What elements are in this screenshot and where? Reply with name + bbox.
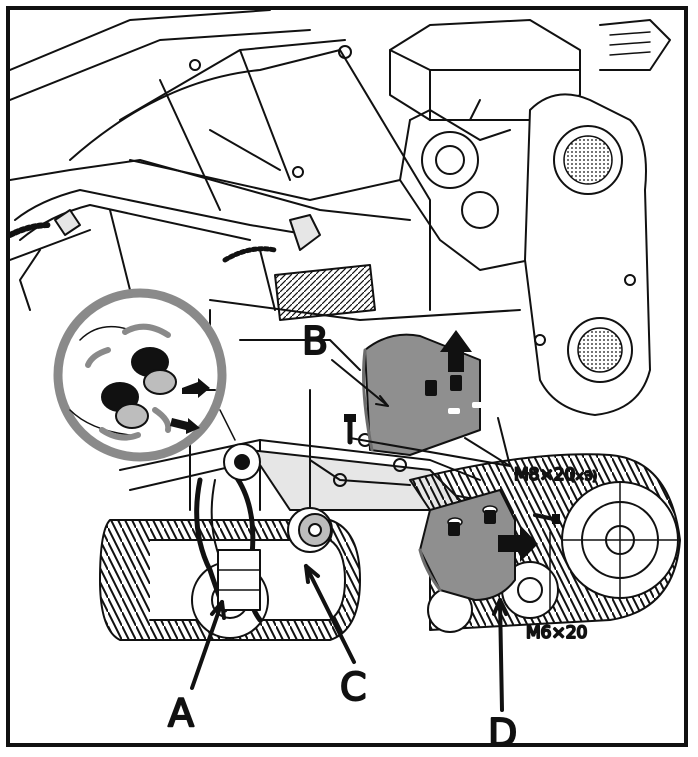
inset-leader bbox=[219, 409, 236, 441]
detail-inset bbox=[53, 288, 227, 462]
label-b: B bbox=[302, 319, 328, 363]
assembly-drawing: B A C D M8×20 (×3) M6×20 bbox=[10, 10, 681, 747]
m6-bolt bbox=[533, 513, 560, 524]
diagram-frame: B A C D M8×20 (×3) M6×20 bbox=[6, 6, 688, 747]
leader-lines bbox=[190, 359, 551, 712]
m8-quantity: (×3) bbox=[570, 469, 597, 483]
belt-cover bbox=[524, 93, 651, 416]
label-d: D bbox=[488, 711, 517, 747]
arrow-up-icon bbox=[440, 330, 472, 372]
hopper-frame bbox=[10, 10, 431, 311]
rotate-arrows-icon bbox=[85, 323, 172, 441]
drive-coupling bbox=[298, 513, 332, 547]
m6-spec: M6×20 bbox=[526, 623, 587, 643]
cover-d bbox=[418, 489, 516, 601]
arrow-right-icon bbox=[498, 525, 538, 562]
label-c: C bbox=[340, 665, 367, 709]
handlebar bbox=[10, 189, 321, 311]
grille bbox=[274, 264, 376, 321]
m8-spec: M8×20 bbox=[514, 465, 575, 485]
inset-pointer-arrows bbox=[170, 378, 210, 434]
cover-b bbox=[362, 333, 484, 456]
engine bbox=[389, 19, 671, 271]
label-a: A bbox=[168, 691, 194, 735]
